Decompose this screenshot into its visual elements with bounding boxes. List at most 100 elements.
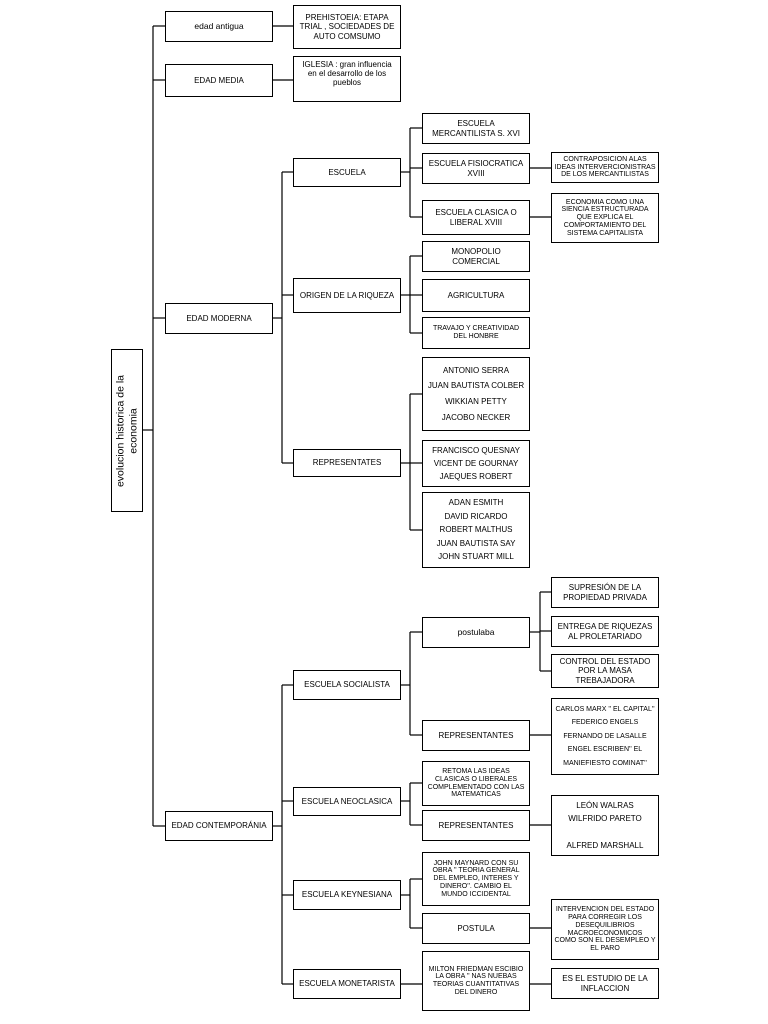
node-control-line-1: CONTROL DEL ESTADO	[559, 657, 651, 667]
node-escuela-keynesiana: ESCUELA KEYNESIANA	[293, 880, 401, 910]
node-iglesia-line-2: en el desarrollo de los	[307, 69, 387, 79]
node-rep-clasicos-line-1: ADAN ESMITH	[448, 498, 504, 508]
node-retoma-line-1: RETOMA LAS IDEAS	[442, 768, 510, 776]
node-supresion-line-1: SUPRESIÓN DE LA	[568, 583, 642, 593]
node-keynes-line-4: DINERO''. CAMBIO EL	[440, 882, 512, 890]
node-prehistoria-line-1: PREHISTOEIA: ETAPA	[305, 13, 389, 23]
node-escuela-keynesiana-line-1: ESCUELA KEYNESIANA	[301, 890, 393, 900]
node-keynes-line-5: MUNDO ICCIDENTAL	[441, 890, 511, 898]
node-rep-mercantilistas-line-2: JUAN BAUTISTA COLBER	[427, 381, 525, 391]
node-postula-line-1: POSTULA	[457, 923, 495, 933]
node-contraposicion-line-2: IDEAS INTERVERCIONISTRAS	[554, 163, 656, 171]
node-rep-mercantilistas-line-4: JACOBO NECKER	[441, 413, 511, 423]
node-retoma-line-2: CLASICAS O LIBERALES	[434, 775, 518, 783]
node-keynes-line-3: DEL EMPLEO, INTERES Y	[433, 875, 519, 883]
node-contraposicion-line-3: DE LOS MERCANTILISTAS	[561, 171, 649, 179]
node-edad-media-line-1: EDAD MEDIA	[194, 75, 244, 85]
node-rep-socialistas: CARLOS MARX '' EL CAPITAL''FEDERICO ENGE…	[551, 698, 659, 775]
node-economia-ciencia-line-5: SISTEMA CAPITALISTA	[567, 229, 643, 237]
node-rep-mercantilistas-line-3: WIKKIAN PETTY	[445, 397, 507, 407]
node-prehistoria-line-3: AUTO COMSUMO	[313, 31, 381, 41]
node-rep-neoclasicos-line-1: LEÓN WALRAS	[576, 801, 634, 811]
node-trabajo-line-2: DEL HONBRE	[453, 333, 499, 340]
node-escuela-socialista-line-1: ESCUELA SOCIALISTA	[304, 680, 390, 690]
node-rep-clasicos-line-5: JOHN STUART MILL	[438, 552, 514, 562]
node-edad-moderna: EDAD MODERNA	[165, 303, 273, 334]
node-representantes-neoclasica: REPRESENTANTES	[422, 810, 530, 841]
node-origen-riqueza: ORIGEN DE LA RIQUEZA	[293, 278, 401, 313]
node-rep-clasicos-line-4: JUAN BAUTISTA SAY	[436, 538, 516, 548]
node-rep-fisiocratas-line-1: FRANCISCO QUESNAY	[432, 445, 520, 455]
node-economia-ciencia-line-4: COMPORTAMIENTO DEL	[563, 221, 647, 229]
node-rep-socialistas-line-4: ENGEL ESCRIBEN'' EL	[567, 746, 643, 754]
node-friedman-line-1: MILTON FRIEDMAN ESCIBIO	[428, 965, 524, 973]
node-origen-riqueza-line-1: ORIGEN DE LA RIQUEZA	[299, 290, 395, 300]
node-contraposicion-line-1: CONTRAPOSICION ALAS	[563, 155, 647, 163]
node-rep-mercantilistas: ANTONIO SERRA JUAN BAUTISTA COLBER WIKKIAN…	[422, 357, 530, 431]
node-rep-neoclasicos-line-3	[604, 828, 606, 837]
node-monopolio-line-2: COMERCIAL	[452, 256, 500, 266]
node-agricultura-line-1: AGRICULTURA	[447, 290, 505, 300]
node-edad-moderna-line-1: EDAD MODERNA	[186, 313, 252, 323]
node-trabajo-line-1: TRAVAJO Y CREATIVIDAD	[432, 325, 520, 333]
node-edad-contemporanea: EDAD CONTEMPORÁNIA	[165, 811, 273, 841]
node-edad-antigua: edad antigua	[165, 11, 273, 42]
node-rep-neoclasicos-line-2: WILFRIDO PARETO	[568, 814, 642, 824]
node-intervencion-line-3: DESEQUILIBRIOS	[575, 921, 635, 929]
node-agricultura: AGRICULTURA	[422, 279, 530, 312]
node-rep-clasicos-line-2: DAVID RICARDO	[444, 511, 508, 521]
node-clasica-line-1: ESCUELA CLASICA O	[435, 208, 517, 218]
node-escuela-neoclasica: ESCUELA NEOCLASICA	[293, 787, 401, 816]
node-escuela-monetarista-line-1: ESCUELA MONETARISTA	[299, 979, 395, 989]
node-inflaccion-line-1: ES EL ESTUDIO DE LA	[562, 974, 648, 984]
root-title: evolucion historica de la economia	[114, 374, 139, 487]
node-representantes-neoclasica-line-1: REPRESENTANTES	[438, 820, 514, 830]
node-escuela-neoclasica-line-1: ESCUELA NEOCLASICA	[301, 796, 393, 806]
node-iglesia-line-1: IGLESIA : gran influencia	[302, 60, 392, 69]
node-representantes-socialista-line-1: REPRESENTANTES	[438, 730, 514, 740]
node-control-line-3: TREBAJADORA	[575, 675, 635, 685]
node-economia-ciencia-line-2: SIENCIA ESTRUCTURADA	[561, 206, 649, 214]
node-rep-mercantilistas-line-1: ANTONIO SERRA	[442, 365, 510, 375]
node-inflaccion-line-2: INFLACCION	[580, 983, 630, 993]
node-clasica-line-2: LIBERAL XVIII	[449, 217, 503, 227]
node-rep-socialistas-line-3: FERNANDO DE LASALLE	[563, 732, 647, 740]
node-iglesia-line-3: pueblos	[332, 78, 362, 88]
node-edad-media: EDAD MEDIA	[165, 64, 273, 97]
node-friedman-line-2: LA OBRA '' NAS NUEBAS	[435, 973, 517, 981]
node-intervencion-line-6: EL PARO	[590, 944, 620, 952]
node-representantes-moderna-line-1: REPRESENTATES	[312, 458, 382, 468]
node-escuela-socialista: ESCUELA SOCIALISTA	[293, 670, 401, 700]
node-retoma-line-3: COMPLEMENTADO CON LAS	[427, 783, 525, 791]
root-title-box: evolucion historica de la economia	[111, 349, 143, 512]
node-fisiocratica-line-2: XVIII	[467, 168, 485, 178]
node-friedman-line-4: DEL DINERO	[454, 988, 498, 996]
node-postulaba: postulaba	[422, 617, 530, 648]
node-rep-socialistas-line-1: CARLOS MARX '' EL CAPITAL''	[555, 705, 655, 713]
node-intervencion-line-2: PARA CORREGIR LOS	[568, 914, 642, 922]
node-economia-ciencia-line-1: ECONOMIA COMO UNA	[565, 198, 645, 206]
node-edad-antigua-line-1: edad antigua	[194, 20, 244, 31]
node-edad-contemporanea-line-1: EDAD CONTEMPORÁNIA	[171, 821, 267, 831]
node-intervencion-line-1: INTERVENCION DEL ESTADO	[555, 906, 655, 914]
node-postulaba-line-1: postulaba	[457, 626, 495, 637]
node-mercantilista-line-2: MERCANTILISTA S. XVI	[432, 128, 520, 138]
node-fisiocratica-line-1: ESCUELA FISIOCRATICA	[428, 159, 524, 169]
node-representantes-socialista: REPRESENTANTES	[422, 720, 530, 751]
node-rep-fisiocratas-line-2: VICENT DE GOURNAY	[433, 458, 519, 468]
node-escuela-line-1: ESCUELA	[328, 167, 366, 177]
